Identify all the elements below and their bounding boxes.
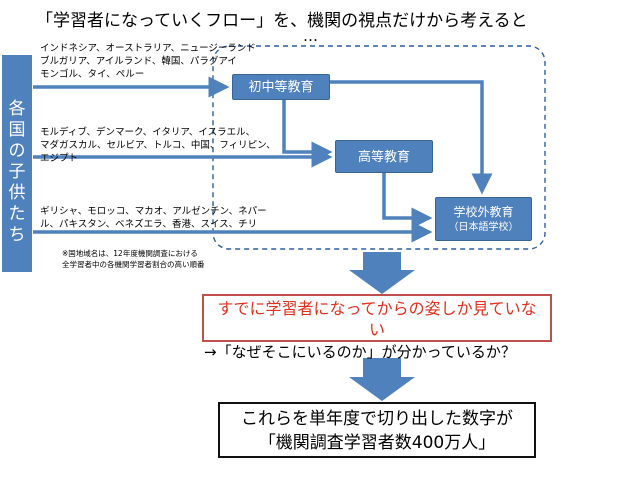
stage-out-of-school-education: 学校外教育 （日本語学校）: [435, 197, 532, 241]
country-line: インドネシア、オーストラリア、ニュージーランド: [40, 43, 256, 54]
title-ellipsis: …: [303, 27, 319, 45]
stage-out-of-school-sublabel: （日本語学校）: [448, 222, 519, 233]
conclusion-box: これらを単年度で切り出した数字が 「機関調査学習者数400万人」: [218, 402, 536, 458]
side-label-char: の: [8, 141, 26, 161]
side-label-char: 子: [8, 162, 26, 182]
callout-box: すでに学習者になってからの姿しか見ていな い: [202, 294, 552, 342]
country-group-higher: モルディブ、デンマーク、イタリア、イスラエル、 マダガスカル、セルビア、トルコ、…: [40, 126, 276, 165]
institution-boundary-dashed: [212, 45, 546, 250]
stage-out-of-school-label: 学校外教育: [453, 205, 514, 219]
stage-higher-education: 高等教育: [335, 140, 433, 173]
country-line: ル、パキスタン、ベネズエラ、香港、スイス、チリ: [40, 219, 258, 230]
conclusion-line: これらを単年度で切り出した数字が: [241, 409, 513, 429]
country-line: ギリシャ、モロッコ、マカオ、アルゼンチン、ネパー: [40, 206, 267, 217]
footnote: ※国地域名は、12年度機関調査における 全学習者中の各機関学習者割合の高い順番: [62, 248, 205, 270]
side-label-char: 各: [8, 99, 26, 119]
down-arrow-upper: [349, 252, 415, 294]
country-group-primary: インドネシア、オーストラリア、ニュージーランド ブルガリア、アイルランド、韓国、…: [40, 42, 256, 81]
down-arrow-lower: [349, 358, 415, 401]
callout-line: すでに学習者になってからの姿しか見ていな: [217, 299, 537, 318]
footnote-line: ※国地域名は、12年度機関調査における: [62, 249, 198, 258]
arrow-higher-to-out-of-school: [382, 173, 433, 229]
side-label-countries-children: 各 国 の 子 供 た ち: [2, 55, 32, 272]
arrow-primary-to-out-of-school: [330, 80, 493, 195]
stage-primary-secondary-education: 初中等教育: [232, 74, 330, 100]
arrow-primary-to-higher: [282, 100, 333, 163]
country-line: モンゴル、タイ、ペルー: [40, 69, 145, 80]
country-line: モルディブ、デンマーク、イタリア、イスラエル、: [40, 127, 256, 138]
callout-line: い: [368, 320, 385, 339]
side-label-char: 国: [8, 120, 26, 140]
side-label-char: た: [8, 204, 26, 224]
side-label-char: 供: [8, 183, 26, 203]
side-label-char: ち: [8, 225, 26, 245]
footnote-line: 全学習者中の各機関学習者割合の高い順番: [62, 260, 205, 269]
slide-title: 「学習者になっていくフロー」を、機関の視点だけから考えると: [36, 11, 528, 31]
country-line: エジプト: [40, 153, 79, 164]
question-text: →「なぜそこにいるのか」が分かっているか？: [204, 343, 516, 361]
country-line: マダガスカル、セルビア、トルコ、中国、フィリピン、: [40, 140, 276, 151]
country-line: ブルガリア、アイルランド、韓国、パラグアイ: [40, 56, 237, 67]
conclusion-line: 「機関調査学習者数400万人」: [258, 433, 496, 453]
country-group-out-of-school: ギリシャ、モロッコ、マカオ、アルゼンチン、ネパー ル、パキスタン、ベネズエラ、香…: [40, 205, 267, 231]
